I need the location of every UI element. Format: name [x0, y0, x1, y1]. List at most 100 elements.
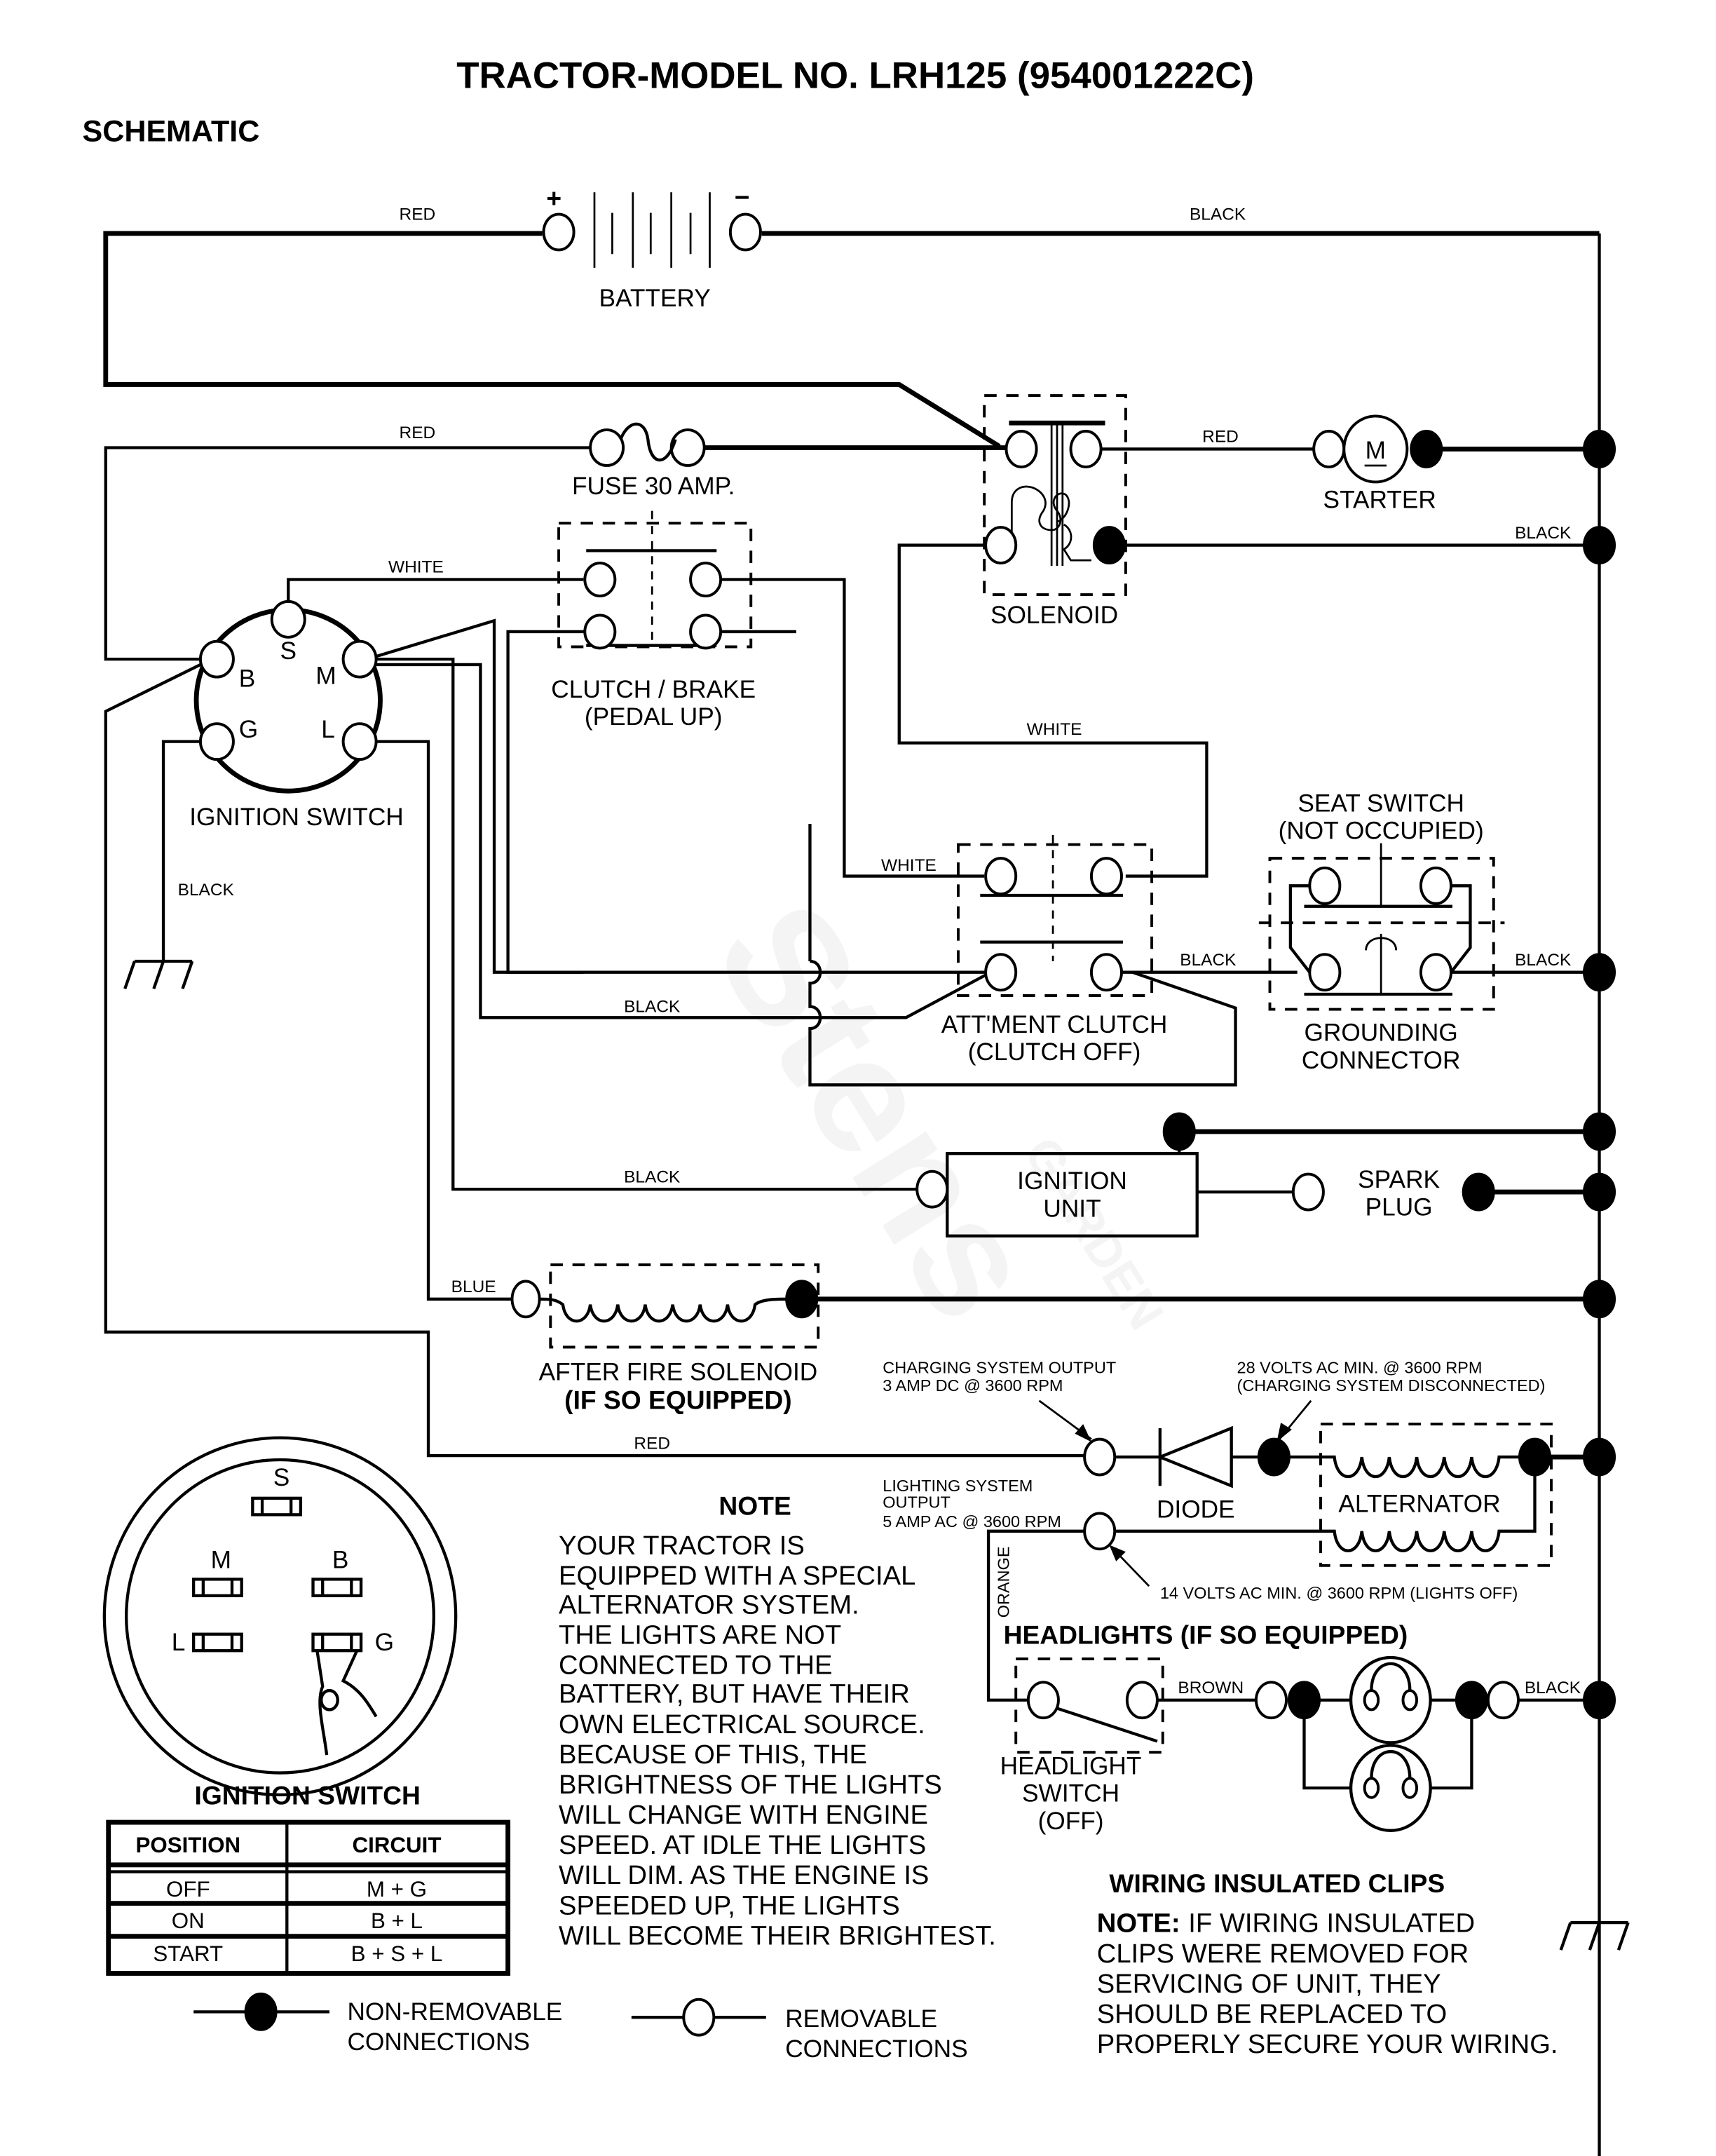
detail-label-l: L: [172, 1629, 186, 1656]
wire-label-black: BLACK: [1515, 951, 1572, 970]
clips-heading: WIRING INSULATED CLIPS: [1109, 1869, 1445, 1898]
ign-terminal-l: [341, 722, 378, 761]
wire-label-red: RED: [1202, 428, 1239, 447]
note-line: BRIGHTNESS OF THE LIGHTS: [559, 1770, 942, 1800]
ground-bus-junction: [1583, 1280, 1616, 1319]
ground-bus-junction: [1583, 1112, 1616, 1151]
table-cell: START: [153, 1941, 223, 1966]
note-line: CONNECTED TO THE: [559, 1650, 832, 1681]
wire-label-red: RED: [634, 1434, 670, 1453]
note-block: NOTE YOUR TRACTOR IS EQUIPPED WITH A SPE…: [559, 1491, 996, 1951]
grounding-terminal-1: [1308, 953, 1342, 992]
seat-switch: SEAT SWITCH (NOT OCCUPIED) GROUNDING CON…: [1258, 790, 1616, 1074]
ign-m-wire-2: [376, 657, 918, 1191]
starter-terminal: [1312, 430, 1346, 468]
wire-label-black: BLACK: [1515, 524, 1572, 543]
attclutch-terminal-4: [1089, 953, 1123, 992]
ignition-unit-input-terminal: [915, 1169, 949, 1209]
lighting-annotation-3: 5 AMP AC @ 3600 RPM: [883, 1512, 1061, 1531]
note-line: ALTERNATOR SYSTEM.: [559, 1589, 859, 1620]
headlights: ORANGE HEADLIGHTS (IF SO EQUIPPED) HEADL…: [986, 1529, 1630, 1951]
wire-label-orange: ORANGE: [994, 1546, 1012, 1618]
ignition-unit-label-1: IGNITION: [1017, 1167, 1127, 1195]
seat-switch-label-2: (NOT OCCUPIED): [1279, 818, 1484, 845]
headlight-switch-label-3: (OFF): [1038, 1808, 1104, 1835]
solenoid: SOLENOID BLACK WHITE: [897, 394, 1600, 878]
ignition-detail-heading: IGNITION SWITCH: [194, 1781, 420, 1810]
fuse-label: FUSE 30 AMP.: [572, 473, 735, 500]
attclutch-label-1: ATT'MENT CLUTCH: [941, 1011, 1168, 1038]
starter: M STARTER RED: [1101, 414, 1600, 514]
note-line: EQUIPPED WITH A SPECIAL: [559, 1561, 915, 1591]
headlight-connector: [1254, 1681, 1288, 1720]
grounding-label-2: CONNECTOR: [1302, 1047, 1461, 1074]
table-cell: B + L: [371, 1908, 423, 1933]
ign-label-s: S: [280, 637, 297, 665]
wire-label-white: WHITE: [881, 856, 937, 875]
seat-terminal-1: [1308, 866, 1342, 905]
clips-line: CLIPS WERE REMOVED FOR: [1097, 1939, 1469, 1969]
fuse-red-wire: [104, 446, 591, 661]
table-header-circuit: CIRCUIT: [352, 1833, 441, 1857]
solenoid-terminal-coil: [984, 526, 1018, 564]
afterfire-label-1: AFTER FIRE SOLENOID: [539, 1358, 818, 1385]
headlight-orange-wire: [986, 1529, 1085, 1702]
note-line: SPEEDED UP, THE LIGHTS: [559, 1890, 900, 1920]
ground-symbol-left: [123, 959, 194, 989]
note-line: WILL BECOME THEIR BRIGHTEST.: [559, 1920, 996, 1951]
alternator-label: ALTERNATOR: [1338, 1490, 1500, 1517]
ign-label-b: B: [239, 665, 256, 692]
starter-ground-terminal: [1410, 430, 1443, 468]
ground-bus-junction: [1583, 1437, 1616, 1477]
spark-plug-ground-terminal: [1462, 1172, 1495, 1212]
headlight-junction-left: [1287, 1681, 1321, 1720]
ignition-unit-label-2: UNIT: [1043, 1195, 1101, 1222]
wire-label-black: BLACK: [178, 881, 235, 900]
detail-label-s: S: [273, 1464, 290, 1491]
attclutch-terminal-1: [984, 857, 1018, 896]
ign-terminal-g: [198, 722, 235, 761]
clips-line: SERVICING OF UNIT, THEY: [1097, 1969, 1441, 1999]
headlight-bulb-2: [1349, 1744, 1432, 1832]
detail-label-b: B: [332, 1547, 349, 1574]
wire-label-red: RED: [400, 423, 436, 442]
table-header-position: POSITION: [135, 1833, 240, 1857]
headlight-bulb-1: [1349, 1655, 1432, 1744]
wire-label-black: BLACK: [1180, 951, 1237, 970]
grounding-label-1: GROUNDING: [1304, 1019, 1457, 1047]
clips-line-text: IF WIRING INSULATED: [1188, 1908, 1475, 1939]
charging-output-annotation-2: 3 AMP DC @ 3600 RPM: [883, 1376, 1063, 1395]
section-title: SCHEMATIC: [83, 115, 260, 149]
wire-label-black: BLACK: [1190, 205, 1246, 224]
battery-minus-sign: −: [735, 182, 750, 212]
wire-label-blue: BLUE: [451, 1277, 496, 1296]
legend-removable-2: CONNECTIONS: [785, 2035, 967, 2063]
ignition-table: POSITION CIRCUIT OFF M + G ON B + L STAR…: [106, 1819, 511, 1976]
note-line: BECAUSE OF THIS, THE: [559, 1740, 867, 1770]
legend-removable-icon: [682, 1998, 716, 2037]
spark-plug-label-2: PLUG: [1366, 1193, 1433, 1221]
ignition-unit: IGNITION UNIT BLACK SPARK PLUG: [624, 1112, 1616, 1238]
ignition-switch-detail: S M B L G IGNITION SWITCH: [102, 1436, 458, 1810]
clutch-brake-label-1: CLUTCH / BRAKE: [551, 676, 756, 703]
page-title: TRACTOR-MODEL NO. LRH125 (954001222C): [456, 55, 1254, 96]
note-heading: NOTE: [719, 1491, 791, 1520]
solenoid-white-wire: [897, 543, 1208, 878]
spark-plug-label-1: SPARK: [1358, 1166, 1440, 1193]
headlight-junction-right: [1455, 1681, 1488, 1720]
legend-removable-1: REMOVABLE: [785, 2005, 937, 2033]
headlight-switch-terminal-2: [1125, 1681, 1159, 1720]
headlight-switch-terminal-1: [1026, 1681, 1060, 1720]
fuse-terminal-left: [589, 428, 625, 467]
legend-non-removable-2: CONNECTIONS: [347, 2028, 529, 2056]
charging-output-terminal: [1083, 1437, 1117, 1477]
note-line: YOUR TRACTOR IS: [559, 1531, 805, 1561]
clips-line: SHOULD BE REPLACED TO: [1097, 1999, 1447, 2029]
wire-label-brown: BROWN: [1178, 1679, 1244, 1697]
ign-l-blue-wire: [376, 740, 540, 1301]
clutch-terminal-1: [583, 562, 617, 597]
clips-line: NOTE:IF WIRING INSULATED: [1097, 1908, 1475, 1939]
alternator-ground-terminal: [1518, 1437, 1551, 1477]
seat-switch-label-1: SEAT SWITCH: [1298, 790, 1464, 818]
